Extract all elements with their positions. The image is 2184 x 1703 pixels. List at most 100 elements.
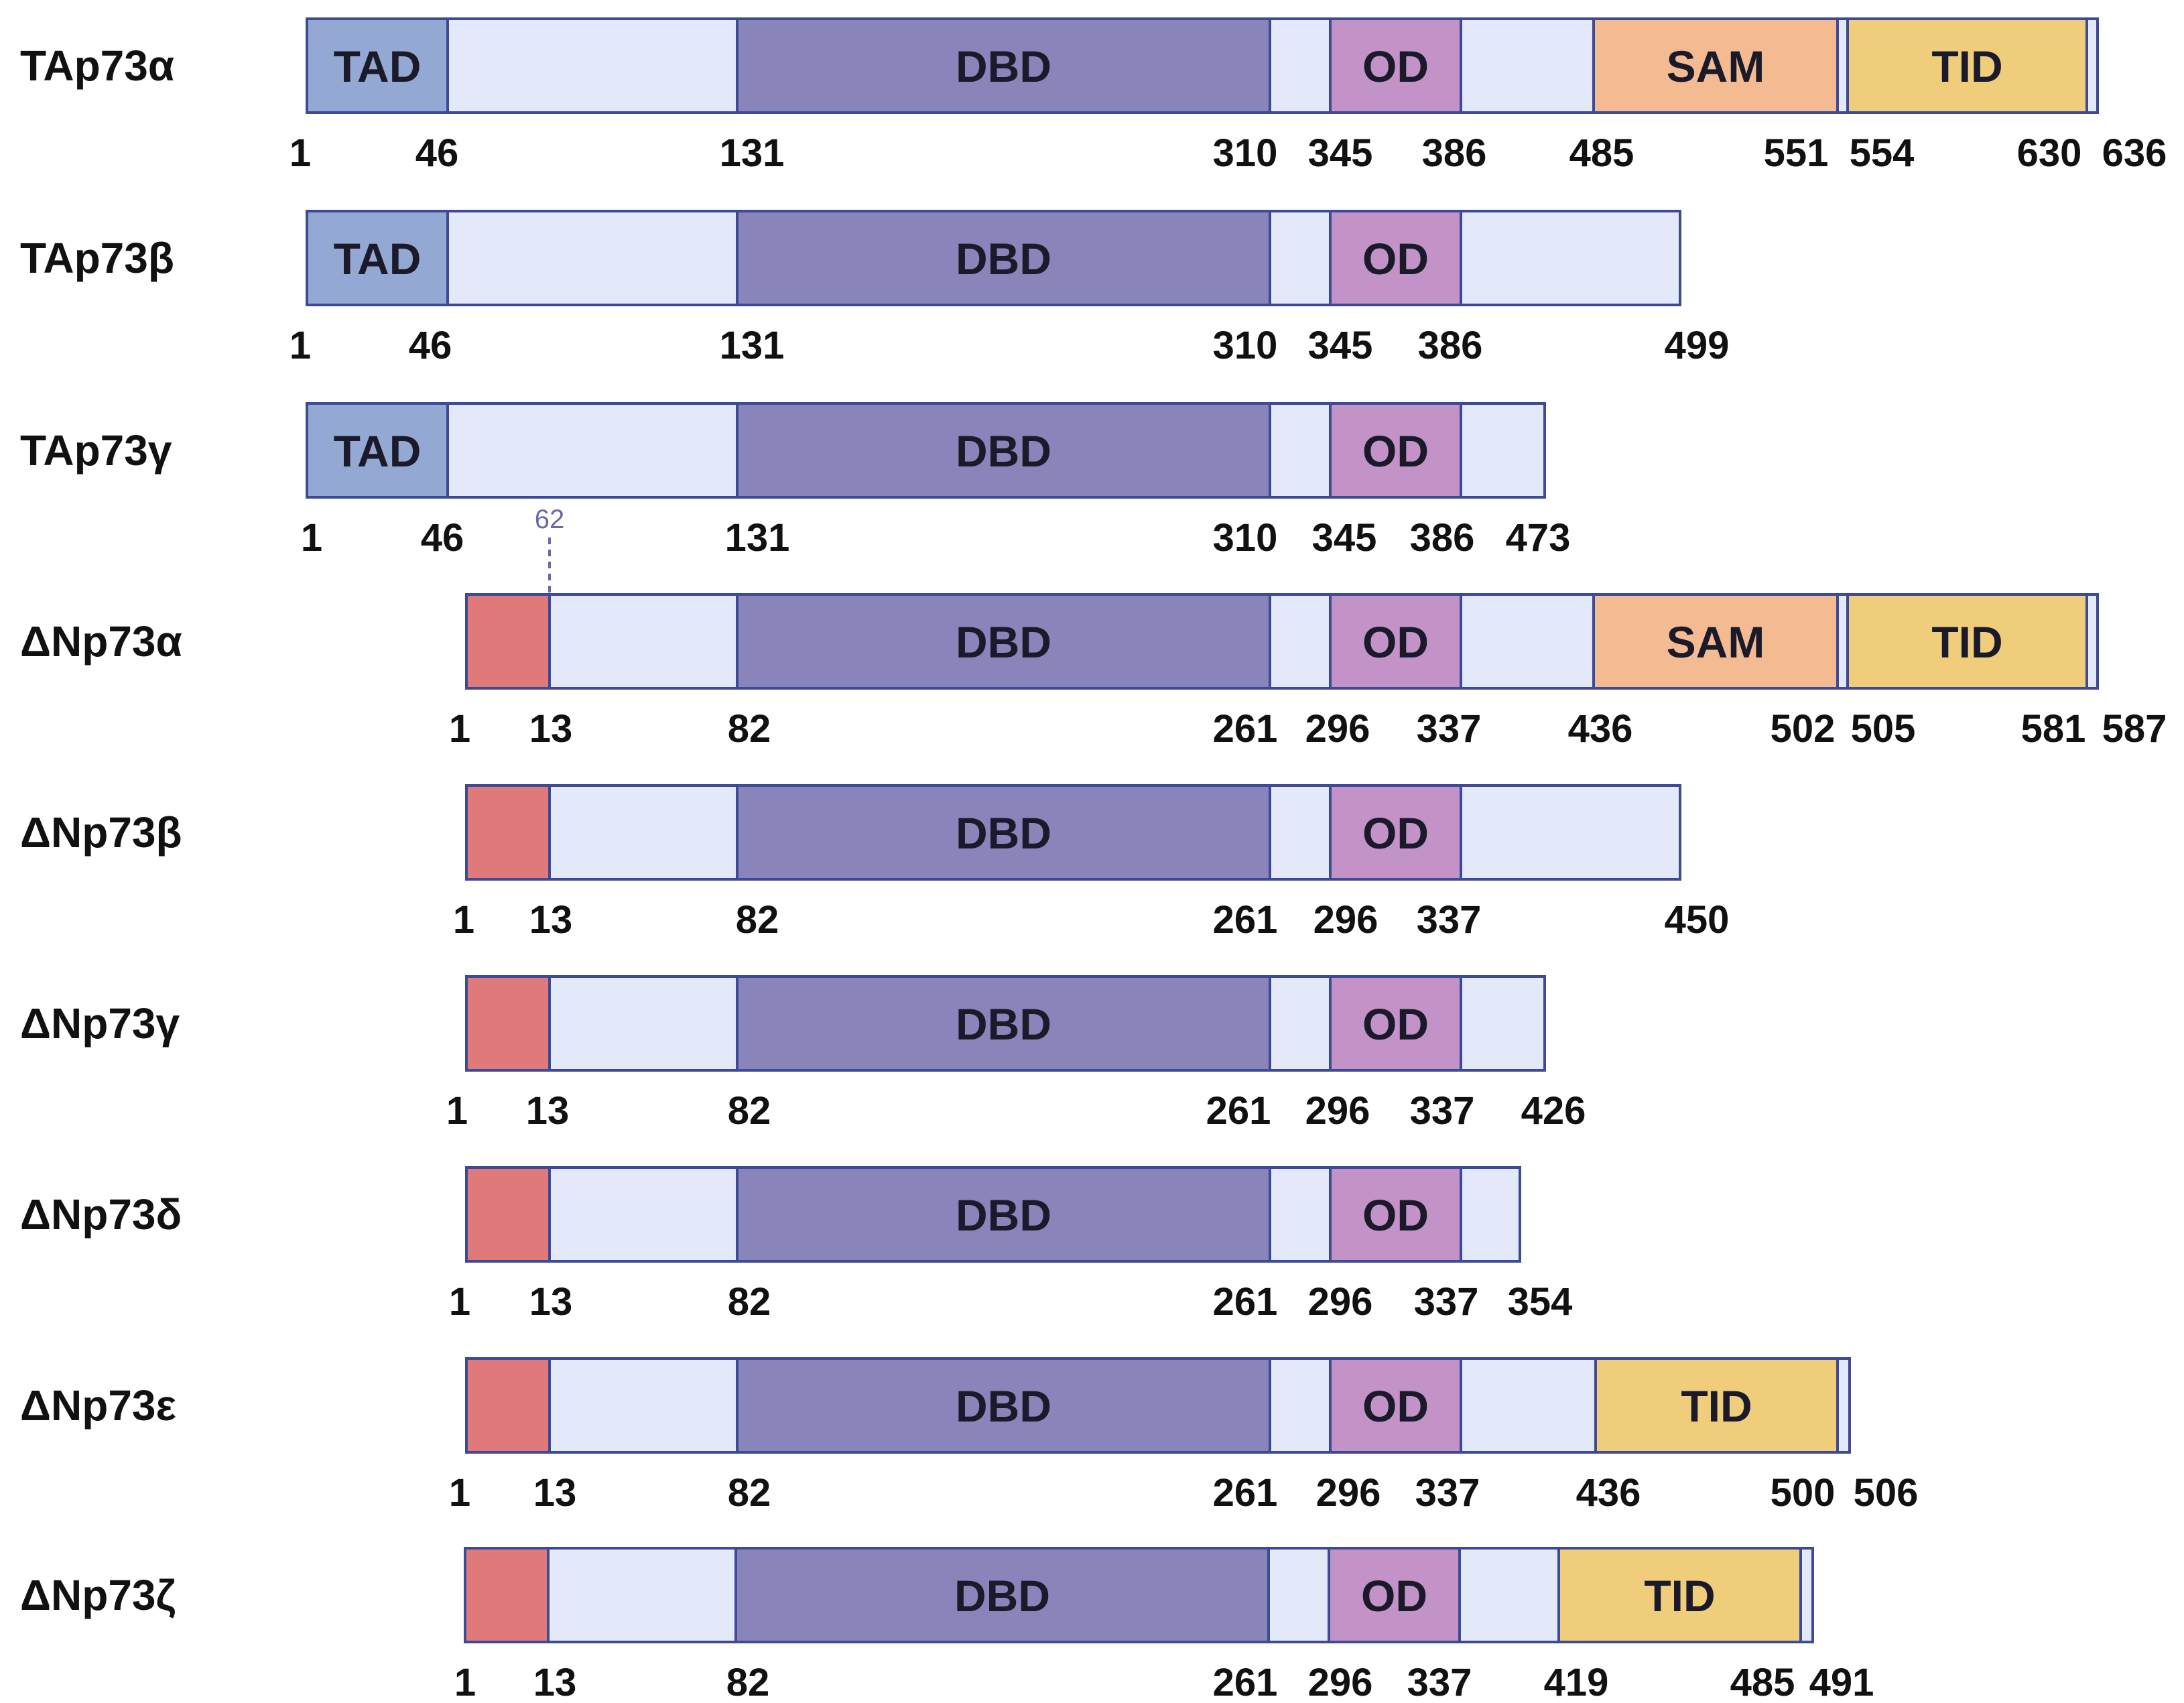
domain-tid — [1846, 17, 2088, 114]
residue-position: 261 — [1213, 1280, 1278, 1324]
domain-label: TAD — [334, 42, 422, 91]
domain-label: OD — [1362, 234, 1429, 283]
residue-position: 505 — [1851, 707, 1916, 751]
domain-od — [1329, 402, 1462, 499]
domain-sam — [1592, 17, 1839, 114]
domain-od — [1329, 593, 1462, 690]
domain-dbd — [736, 17, 1271, 114]
residue-position: 131 — [725, 516, 790, 560]
domain-label: OD — [1362, 42, 1429, 91]
domain-dn-region — [465, 1357, 551, 1454]
residue-position: 485 — [1730, 1661, 1795, 1703]
residue-position: 13 — [529, 898, 573, 942]
residue-position: 491 — [1809, 1661, 1874, 1703]
residue-position: 386 — [1418, 324, 1483, 367]
residue-position: 426 — [1521, 1089, 1586, 1133]
domain-dbd — [736, 975, 1271, 1072]
isoform-name: TAp73α — [20, 42, 174, 90]
residue-position: 386 — [1422, 131, 1487, 175]
domain-dn-region — [465, 784, 551, 881]
residue-position: 386 — [1410, 516, 1475, 560]
residue-position: 13 — [526, 1089, 570, 1133]
residue-position: 261 — [1206, 1089, 1271, 1133]
domain-dn-region — [465, 593, 551, 690]
residue-position: 13 — [529, 1280, 573, 1324]
residue-position: 296 — [1305, 1089, 1370, 1133]
residue-position: 296 — [1308, 1280, 1373, 1324]
residue-position: 1 — [454, 1661, 476, 1703]
residue-position: 82 — [728, 1471, 771, 1515]
residue-position: 261 — [1213, 1661, 1278, 1703]
residue-position: 345 — [1308, 324, 1373, 367]
domain-tad — [306, 17, 449, 114]
residue-position: 502 — [1771, 707, 1836, 751]
domain-dbd — [736, 593, 1271, 690]
residue-position: 337 — [1407, 1661, 1472, 1703]
residue-position: 1 — [290, 131, 311, 175]
domain-label: TID — [1681, 1381, 1752, 1431]
residue-position: 551 — [1764, 131, 1829, 175]
residue-position: 1 — [449, 1280, 470, 1324]
residue-position: 82 — [728, 707, 771, 751]
domain-label: OD — [1362, 1381, 1429, 1431]
domain-label: DBD — [956, 999, 1051, 1049]
residue-position: 1 — [453, 898, 474, 942]
residue-position: 1 — [446, 1089, 468, 1133]
domain-od — [1329, 1357, 1462, 1454]
domain-label: DBD — [956, 42, 1051, 91]
domain-label: OD — [1362, 617, 1429, 667]
domain-label: DBD — [956, 234, 1051, 283]
residue-position: 450 — [1665, 898, 1730, 942]
domain-label: OD — [1362, 1190, 1429, 1240]
isoform-name: ΔNp73δ — [20, 1190, 182, 1239]
domain-label: OD — [1361, 1571, 1427, 1621]
domain-od — [1329, 1166, 1462, 1263]
residue-position: 345 — [1312, 516, 1377, 560]
domain-dbd — [736, 1357, 1271, 1454]
residue-position: 630 — [2017, 131, 2082, 175]
residue-position: 506 — [1854, 1471, 1919, 1515]
residue-position: 46 — [409, 324, 452, 367]
residue-position: 131 — [720, 324, 785, 367]
domain-label: TAD — [334, 234, 422, 283]
domain-od — [1329, 784, 1462, 881]
domain-label: DBD — [954, 1571, 1050, 1621]
residue-position: 436 — [1568, 707, 1633, 751]
residue-position: 131 — [720, 131, 785, 175]
domain-label: DBD — [956, 808, 1051, 858]
residue-position: 296 — [1305, 707, 1370, 751]
residue-position: 1 — [301, 516, 322, 560]
residue-position: 13 — [529, 707, 573, 751]
isoform-name: TAp73γ — [20, 426, 172, 475]
residue-position: 1 — [449, 707, 470, 751]
domain-label: SAM — [1667, 42, 1765, 91]
residue-position: 13 — [533, 1661, 577, 1703]
residue-position: 436 — [1576, 1471, 1641, 1515]
domain-label: TID — [1931, 617, 2002, 667]
domain-label: TID — [1644, 1571, 1715, 1621]
domain-dn-region — [465, 975, 551, 1072]
domain-label: OD — [1362, 999, 1429, 1049]
domain-label: TAD — [334, 426, 422, 476]
domain-dn-region — [465, 1166, 551, 1263]
isoform-name: ΔNp73γ — [20, 999, 180, 1048]
domain-tid — [1594, 1357, 1839, 1454]
residue-position: 310 — [1213, 131, 1278, 175]
residue-position: 337 — [1417, 707, 1482, 751]
isoform-name: ΔNp73ζ — [20, 1571, 176, 1619]
residue-position: 345 — [1308, 131, 1373, 175]
residue-position: 261 — [1213, 1471, 1278, 1515]
residue-position: 1 — [449, 1471, 470, 1515]
isoform-name: ΔNp73ε — [20, 1381, 176, 1430]
domain-label: DBD — [956, 1381, 1051, 1431]
residue-position: 581 — [2021, 707, 2086, 751]
residue-position: 46 — [415, 131, 459, 175]
domain-od — [1329, 975, 1462, 1072]
residue-position: 485 — [1569, 131, 1634, 175]
residue-position: 310 — [1213, 324, 1278, 367]
domain-tid — [1557, 1547, 1802, 1643]
